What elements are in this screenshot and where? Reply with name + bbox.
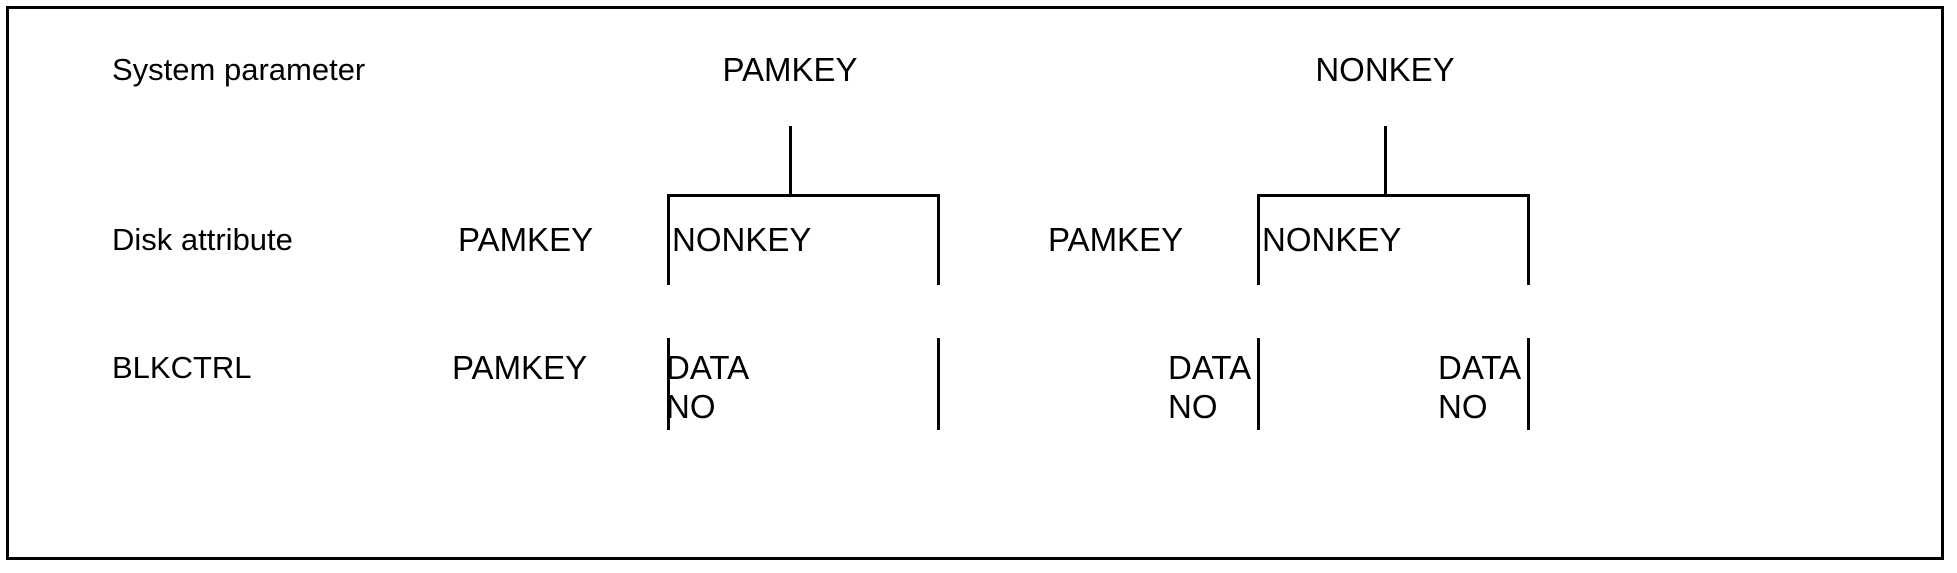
tree-pamkey-root-label: PAMKEY [722, 51, 858, 88]
tree-nonkey-root-label: NONKEY [1315, 51, 1455, 88]
tree-nonkey-right-disk-attribute: NONKEY [1262, 221, 1402, 258]
tree-pamkey-left-downleg [667, 194, 670, 285]
tree-nonkey-left-disk-attribute: PAMKEY [1048, 221, 1184, 258]
tree-nonkey-left-downleg [1257, 194, 1260, 285]
tree-pamkey-left-blkctrl-line1: PAMKEY [452, 349, 588, 386]
tree-pamkey-right-blkctrl-line2: NO [666, 388, 716, 425]
figure-border [6, 6, 1944, 560]
tree-nonkey-right-blkctrl-line2: NO [1438, 388, 1488, 425]
tree-nonkey-left-blkctrl-line1: DATA [1168, 349, 1252, 386]
tree-pamkey-left-disk-attribute: PAMKEY [458, 221, 594, 258]
tree-nonkey-left-blkctrl-line2: NO [1168, 388, 1218, 425]
tree-pamkey-left-leaf-leg [667, 338, 670, 430]
tree-pamkey-right-blkctrl-line1: DATA [666, 349, 750, 386]
tree-nonkey-branch-bar [1257, 194, 1530, 197]
tree-pamkey-right-downleg [937, 194, 940, 285]
tree-nonkey-root-stem [1384, 126, 1387, 197]
tree-nonkey-right-blkctrl: DATA NO [1438, 348, 1521, 426]
tree-pamkey-right-blkctrl: DATA NO [666, 348, 749, 426]
tree-nonkey-right-leaf-leg [1527, 338, 1530, 430]
tree-nonkey-left-leaf-leg [1257, 338, 1260, 430]
tree-pamkey-root-stem [789, 126, 792, 197]
tree-pamkey-left-blkctrl: PAMKEY [452, 348, 587, 387]
tree-pamkey-right-leaf-leg [937, 338, 940, 430]
tree-nonkey-left-blkctrl: DATA NO [1168, 348, 1251, 426]
tree-nonkey-right-downleg [1527, 194, 1530, 285]
row-label-disk-attribute: Disk attribute [112, 222, 293, 257]
row-label-system-parameter: System parameter [112, 52, 366, 87]
tree-pamkey-right-disk-attribute: NONKEY [672, 221, 812, 258]
tree-pamkey-branch-bar [667, 194, 940, 197]
row-label-blkctrl: BLKCTRL [112, 350, 252, 385]
tree-nonkey-right-blkctrl-line1: DATA [1438, 349, 1522, 386]
